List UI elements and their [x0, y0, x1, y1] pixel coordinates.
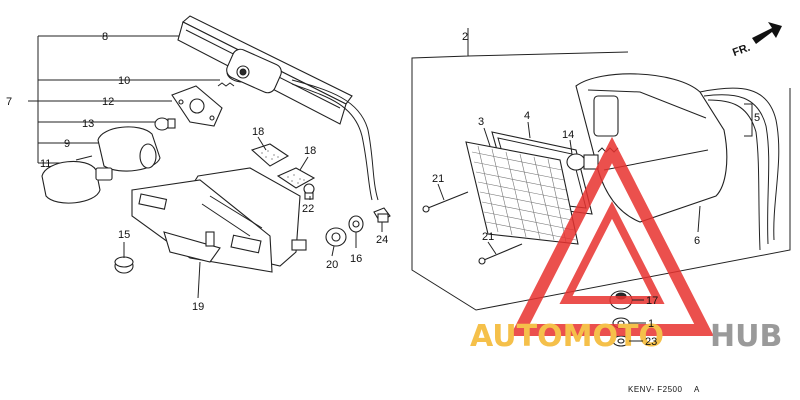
front-direction-arrow-icon: FR. — [731, 22, 782, 59]
watermark-text-part2: HUB — [710, 319, 782, 354]
watermark-text: AUTOMOTO HUB — [470, 319, 782, 354]
callout-8: 8 — [102, 31, 108, 43]
callout-12: 12 — [102, 96, 114, 108]
callout-13: 13 — [82, 118, 94, 130]
watermark-text-part1: AUTOMOTO — [470, 319, 664, 354]
callout-3: 3 — [478, 116, 484, 128]
callout-17: 17 — [646, 295, 658, 307]
callout-5: 5 — [754, 112, 760, 124]
callout-16: 16 — [350, 253, 362, 265]
callout-24: 24 — [376, 234, 388, 246]
group-7-bracket — [28, 35, 220, 164]
rear-fender-housing — [131, 167, 307, 273]
bulb-14 — [566, 147, 619, 171]
screw-21a — [422, 191, 469, 213]
callout-21a: 21 — [432, 173, 444, 185]
screw-21b — [478, 243, 523, 265]
grommet-15 — [114, 256, 134, 274]
callout-21b: 21 — [482, 231, 494, 243]
reflector-18b — [276, 167, 316, 189]
taillight-base — [575, 73, 728, 223]
callout-7: 7 — [6, 96, 12, 108]
callout-4: 4 — [524, 110, 530, 122]
figure-code-text: KENV- F2500 — [628, 385, 682, 394]
callout-9: 9 — [64, 138, 70, 150]
bulb-13 — [154, 117, 176, 131]
callout-18b: 18 — [304, 145, 316, 157]
callout-2: 2 — [462, 31, 468, 43]
callout-labels: 8 10 7 12 13 9 11 18 18 22 15 24 16 20 1… — [6, 31, 760, 348]
assembly-2-frame — [411, 28, 791, 311]
callout-14: 14 — [562, 129, 574, 141]
leader-lines — [123, 121, 701, 342]
callout-18a: 18 — [252, 126, 264, 138]
bolt-24 — [373, 207, 391, 223]
turn-lamp-housing — [97, 126, 161, 172]
callout-10: 10 — [118, 75, 130, 87]
nut-20 — [325, 227, 347, 247]
screw-22 — [303, 183, 315, 200]
washer-16 — [348, 215, 364, 233]
figure-code-suffix: A — [694, 385, 700, 394]
callout-22: 22 — [302, 203, 314, 215]
callout-20: 20 — [326, 259, 338, 271]
callout-23: 23 — [645, 336, 657, 348]
callout-1: 1 — [648, 318, 654, 330]
figure-code: KENV- F2500 A — [628, 385, 700, 394]
callout-11: 11 — [40, 158, 51, 170]
front-direction-label: FR. — [731, 42, 752, 59]
callout-19: 19 — [192, 301, 204, 313]
license-light-gasket — [171, 85, 223, 127]
taillight-wires — [699, 87, 780, 251]
callout-6: 6 — [694, 235, 700, 247]
watermark-logo — [510, 136, 714, 336]
turn-lamp-lens — [41, 155, 113, 204]
reflector-18a — [250, 143, 290, 167]
callout-15: 15 — [118, 229, 130, 241]
license-light-socket — [217, 48, 379, 201]
